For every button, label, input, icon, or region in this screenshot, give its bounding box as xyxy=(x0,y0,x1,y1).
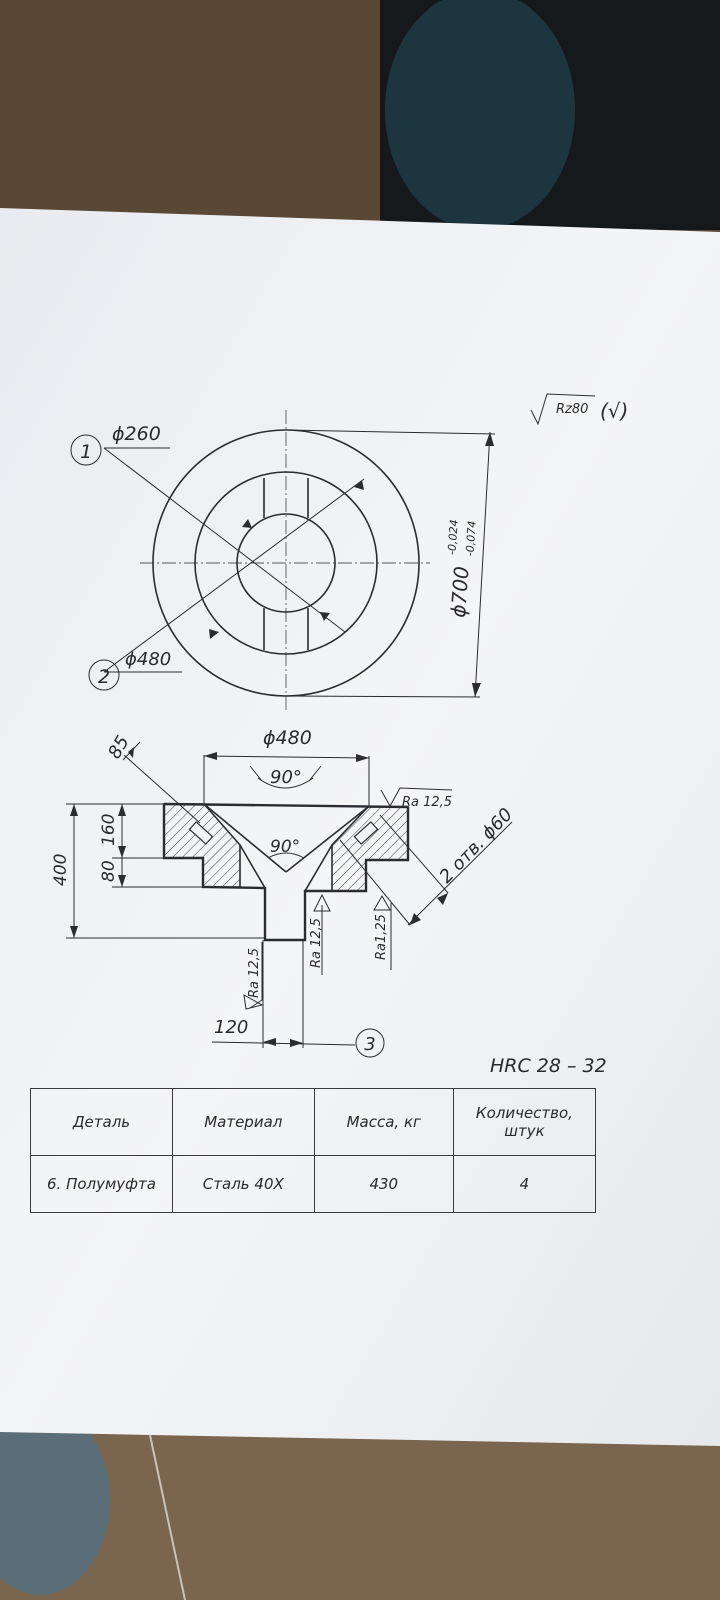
cell-mass: 430 xyxy=(313,1155,454,1213)
roughness-top: Ra 12,5 xyxy=(402,795,452,810)
table-header-row: Деталь Материал Масса, кг Количество, шт… xyxy=(30,1088,597,1156)
top-diameter-dim: ϕ480 xyxy=(263,727,312,749)
inner-angle: 90° xyxy=(270,837,300,857)
roughness-value: Rz80 xyxy=(556,402,588,417)
inner-diameter-label: ϕ260 xyxy=(112,423,161,445)
spec-table: Деталь Материал Масса, кг Количество, шт… xyxy=(30,1088,597,1213)
table-row: 6. Полумуфта Сталь 40Х 430 4 xyxy=(30,1155,597,1213)
roughness-paren: (√) xyxy=(600,399,628,423)
outer-diameter-label: ϕ700 xyxy=(446,565,474,618)
callout-3-label: 3 xyxy=(364,1034,375,1055)
callout-3 xyxy=(355,1028,385,1058)
hardness-note: HRC 28 – 32 xyxy=(490,1055,607,1077)
top-view: 1 2 ϕ260 ϕ480 ϕ700 -0,024 -0,074 xyxy=(70,410,496,712)
height-160-dim: 160 xyxy=(99,814,119,846)
mid-circle xyxy=(194,471,378,655)
header-material: Материал xyxy=(171,1088,315,1156)
cell-quantity: 4 xyxy=(452,1155,597,1213)
general-roughness: Rz80 (√) xyxy=(530,393,628,426)
top-angle: 90° xyxy=(270,767,302,788)
header-part: Деталь xyxy=(30,1088,173,1156)
header-quantity: Количество, штук xyxy=(452,1088,597,1156)
callout-1 xyxy=(70,434,102,466)
roughness-hub: Ra 12,5 xyxy=(247,948,262,998)
callout-1-label: 1 xyxy=(80,441,92,463)
height-80-dim: 80 xyxy=(99,860,119,882)
outer-tol-lower: -0,074 xyxy=(463,520,478,556)
inner-circle xyxy=(236,513,336,613)
outer-tol-upper: -0,024 xyxy=(445,519,460,555)
cell-material: Сталь 40Х xyxy=(171,1155,315,1213)
roughness-right: Ra1,25 xyxy=(374,914,389,960)
callout-2-label: 2 xyxy=(98,666,110,688)
mid-diameter-label: ϕ480 xyxy=(125,649,171,670)
width-120-dim: 120 xyxy=(214,1017,248,1038)
header-mass: Масса, кг xyxy=(313,1088,454,1156)
callout-2 xyxy=(88,659,120,691)
height-400-dim: 400 xyxy=(51,854,71,886)
roughness-bore: Ra 12,5 xyxy=(309,918,324,968)
cell-part: 6. Полумуфта xyxy=(30,1155,173,1213)
